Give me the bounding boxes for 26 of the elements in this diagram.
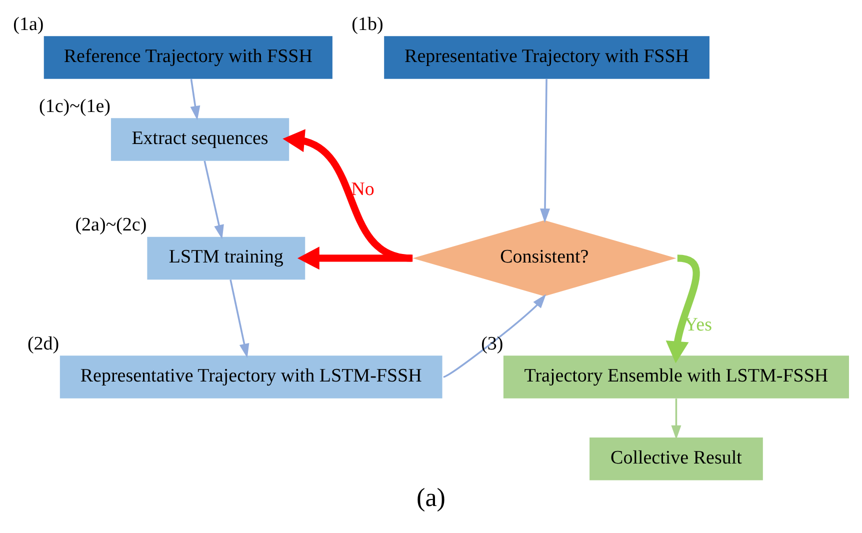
- node-label: (2a)~(2c): [75, 214, 147, 236]
- arrow: [671, 398, 682, 440]
- edge-label: Yes: [684, 314, 712, 336]
- node-box: Reference Trajectory with FSSH: [44, 36, 332, 79]
- arrow: [666, 254, 700, 364]
- arrow: [540, 79, 550, 223]
- node-box: LSTM training: [147, 236, 306, 280]
- arrow: [204, 160, 224, 240]
- node-box: Representative Trajectory with FSSH: [384, 36, 710, 79]
- node-label: (1b): [352, 14, 384, 35]
- arrow: [190, 79, 200, 120]
- arrow: [230, 279, 250, 358]
- node-label: (3): [481, 333, 504, 354]
- node-diamond: Consistent?: [412, 220, 676, 296]
- caption: (a): [416, 482, 446, 512]
- arrow: [297, 246, 413, 270]
- node-box: Trajectory Ensemble with LSTM-FSSH: [503, 356, 849, 398]
- node-label: (1a): [13, 14, 44, 35]
- node-box: Collective Result: [590, 438, 763, 480]
- node-label: (2d): [27, 333, 60, 354]
- arrow: [443, 294, 546, 378]
- arrow: [282, 129, 412, 262]
- edge-label: No: [351, 179, 374, 200]
- node-box: Representative Trajectory with LSTM-FSSH: [60, 356, 442, 398]
- node-label: (1c)~(1e): [39, 96, 110, 117]
- node-box: Extract sequences: [110, 118, 290, 161]
